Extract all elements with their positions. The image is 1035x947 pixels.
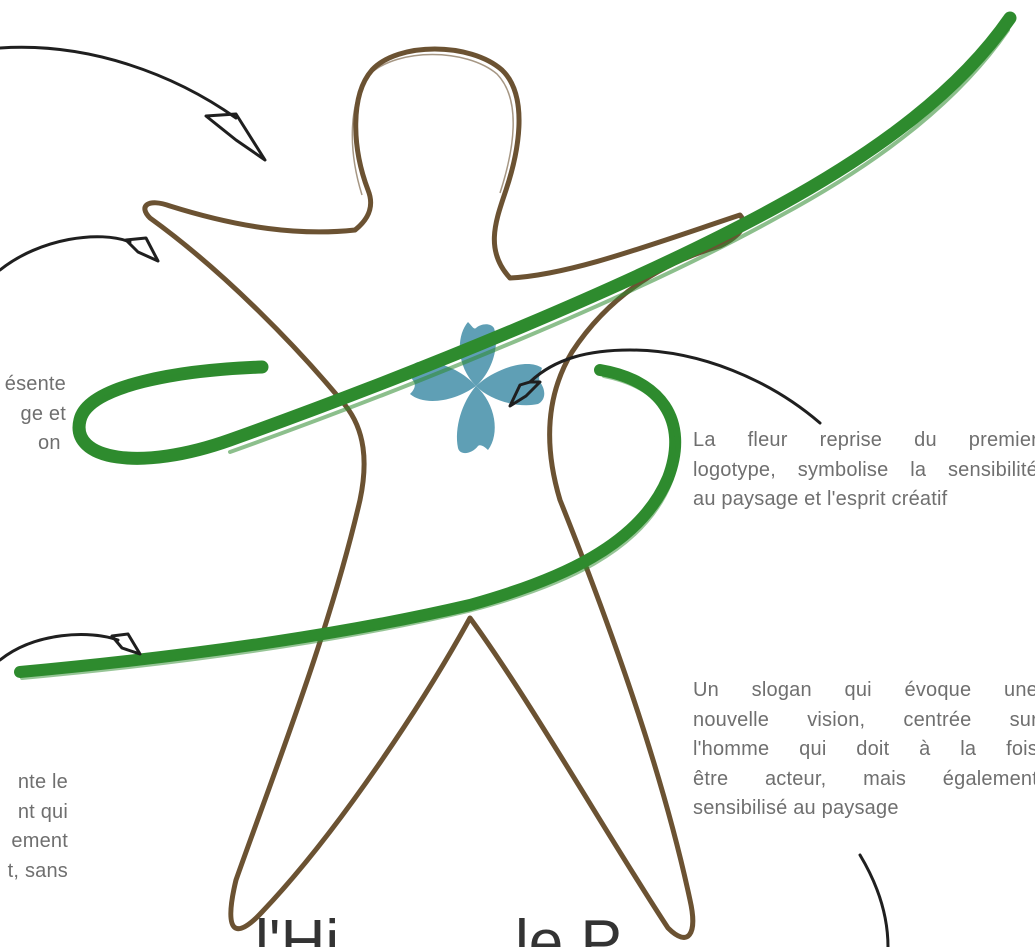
arrow-top-left — [0, 47, 236, 118]
annotation-left-upper-line-1: ésente — [0, 370, 66, 400]
annotation-flower: La fleur reprise du premier logotype, sy… — [693, 426, 1035, 515]
arrow-slogan — [860, 855, 888, 947]
annotation-slogan-line-1: Un slogan qui évoque une — [693, 676, 1035, 706]
annotation-slogan-line-5: sensibilisé au paysage — [693, 794, 1035, 824]
annotation-slogan-line-2: nouvelle vision, centrée sur — [693, 706, 1035, 736]
arrow-left-bottom — [0, 635, 118, 660]
annotation-left-lower: nte le nt qui ement t, sans — [0, 768, 68, 886]
annotation-left-upper-line-2: ge et — [0, 400, 66, 430]
annotation-flower-line-2: logotype, symbolise la sensibilité — [693, 456, 1035, 486]
arrow-left-mid — [0, 237, 130, 270]
annotation-left-lower-line-3: ement — [0, 827, 68, 857]
green-ribbon — [20, 18, 1010, 678]
annotation-slogan: Un slogan qui évoque une nouvelle vision… — [693, 676, 1035, 824]
annotation-slogan-line-3: l'homme qui doit à la fois — [693, 735, 1035, 765]
slogan-fragment-left: l'Hi — [255, 912, 339, 947]
human-figure-stroke-secondary — [352, 55, 513, 196]
annotation-left-upper-line-3: on — [0, 429, 66, 459]
annotation-left-upper: ésente ge et on — [0, 370, 66, 459]
annotation-left-lower-line-4: t, sans — [0, 857, 68, 887]
annotation-left-lower-line-2: nt qui — [0, 798, 68, 828]
annotation-flower-line-3: au paysage et l'esprit créatif — [693, 485, 1035, 515]
slogan-fragment-right: le P — [515, 912, 622, 947]
annotation-flower-line-1: La fleur reprise du premier — [693, 426, 1035, 456]
arrow-flower — [530, 350, 820, 423]
annotation-slogan-line-4: être acteur, mais également — [693, 765, 1035, 795]
annotation-left-lower-line-1: nte le — [0, 768, 68, 798]
